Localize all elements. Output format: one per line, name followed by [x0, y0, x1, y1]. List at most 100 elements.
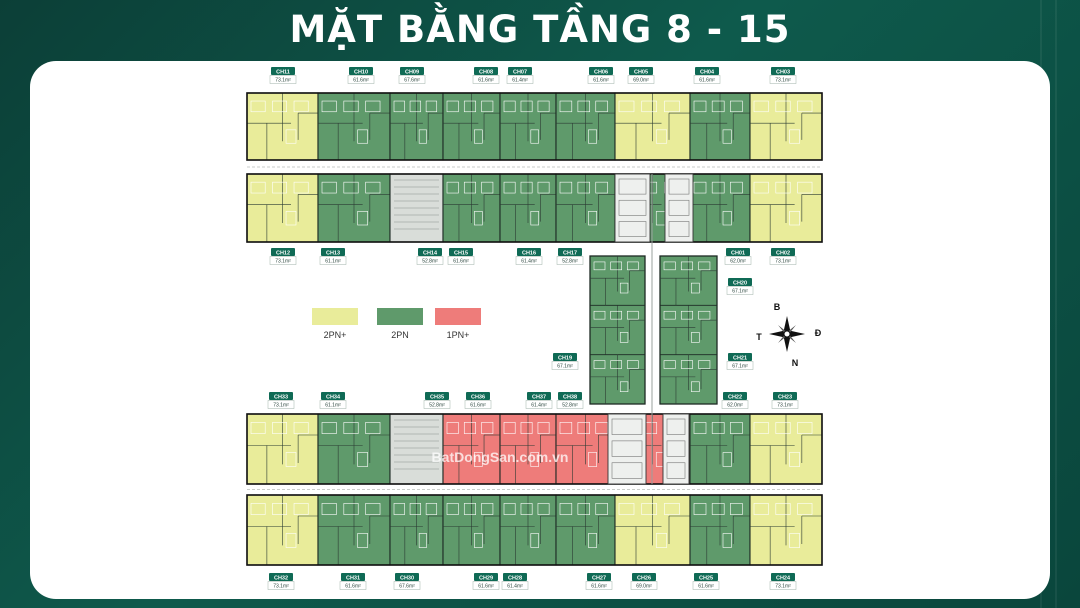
unit-area-box — [423, 400, 451, 409]
unit-id-badge — [271, 67, 295, 75]
furniture — [730, 503, 743, 515]
legend-item-2pn: 2PN — [377, 308, 423, 340]
unit-id: CH03 — [776, 70, 790, 76]
furniture — [595, 100, 608, 113]
unit-ch02[interactable] — [749, 173, 823, 243]
furniture — [425, 100, 438, 113]
unit-ch06[interactable] — [555, 92, 616, 161]
unit-area-box — [515, 256, 543, 265]
furniture — [463, 503, 476, 515]
unit-ch25[interactable] — [689, 494, 751, 566]
unit-ch15[interactable] — [499, 173, 557, 243]
unit-id-badge — [587, 573, 611, 581]
unit-id: CH04 — [700, 70, 715, 76]
unit-ch36[interactable] — [499, 413, 557, 485]
furniture — [641, 503, 658, 515]
unit-id: CH08 — [479, 70, 493, 76]
furniture — [698, 261, 711, 271]
furniture — [698, 360, 711, 369]
unit-ch26[interactable] — [614, 494, 691, 566]
unit-area: 61.6m² — [698, 584, 714, 590]
lift-core — [662, 413, 690, 485]
unit-area-box — [630, 581, 658, 590]
furniture — [789, 452, 800, 467]
furniture — [680, 261, 693, 271]
unit-labels: CH1173.1m²CH1061.6m²CH0967.6m²CH0861.6m²… — [267, 67, 799, 590]
unit-ch34[interactable] — [317, 413, 391, 485]
lift-shape — [607, 413, 647, 485]
unit-ch16[interactable] — [555, 173, 616, 243]
unit-id-badge — [773, 392, 797, 400]
unit-ch12[interactable] — [246, 173, 319, 243]
unit-ch08[interactable] — [442, 92, 501, 161]
unit-id: CH28 — [508, 576, 522, 582]
unit-ch09[interactable] — [389, 92, 444, 161]
unit-id: CH34 — [326, 395, 341, 401]
lift-core — [664, 173, 694, 243]
unit-ch29[interactable] — [442, 494, 501, 566]
furniture — [530, 533, 539, 548]
unit-ch33[interactable] — [246, 413, 319, 485]
furniture — [595, 503, 608, 515]
unit-area-box — [472, 75, 500, 84]
unit-id: CH27 — [592, 576, 606, 582]
unit-id-badge — [728, 278, 752, 286]
furniture — [722, 211, 732, 226]
furniture — [503, 181, 516, 194]
unit-ch14[interactable] — [442, 173, 501, 243]
unit-ch10[interactable] — [317, 92, 391, 161]
unit-id-badge — [321, 392, 345, 400]
furniture — [693, 422, 707, 434]
furniture — [365, 422, 381, 434]
furniture — [753, 503, 769, 515]
furniture — [321, 181, 337, 194]
furniture — [321, 100, 337, 113]
unit-id-badge — [629, 67, 653, 75]
lift-shaft — [611, 440, 643, 457]
unit-ch31[interactable] — [317, 494, 391, 566]
unit-area: 61.6m² — [353, 78, 369, 84]
unit-area: 61.4m² — [521, 259, 537, 265]
unit-ch13[interactable] — [317, 173, 391, 243]
unit-ch32[interactable] — [246, 494, 319, 566]
furniture — [520, 503, 533, 515]
unit-ch35[interactable] — [442, 413, 501, 485]
unit-area-box — [769, 256, 797, 265]
furniture — [481, 422, 494, 434]
unit-ch22[interactable] — [689, 413, 751, 485]
unit-ch19[interactable] — [589, 255, 646, 405]
lift-shape — [614, 173, 651, 243]
unit-ch20[interactable] — [659, 255, 718, 405]
unit-ch30[interactable] — [389, 494, 444, 566]
unit-ch03[interactable] — [749, 92, 823, 161]
furniture — [530, 129, 539, 144]
unit-area-box — [587, 75, 615, 84]
unit-ch11[interactable] — [246, 92, 319, 161]
unit-ch28[interactable] — [499, 494, 557, 566]
unit-id-badge — [418, 248, 442, 256]
unit-ch23[interactable] — [749, 413, 823, 485]
unit-area-box — [267, 581, 295, 590]
furniture — [753, 100, 769, 113]
furniture — [593, 261, 606, 271]
legend-label: 1PN+ — [447, 330, 470, 340]
unit-area-box — [339, 581, 367, 590]
legend-item-1pn-plus: 1PN+ — [435, 308, 481, 340]
furniture — [418, 129, 427, 144]
unit-ch04[interactable] — [689, 92, 751, 161]
unit-area-box — [724, 256, 752, 265]
unit-ch24[interactable] — [749, 494, 823, 566]
unit-id-badge — [349, 67, 373, 75]
unit-ch07[interactable] — [499, 92, 557, 161]
unit-ch27[interactable] — [555, 494, 616, 566]
furniture — [272, 100, 288, 113]
furniture — [343, 422, 359, 434]
unit-ch05[interactable] — [614, 92, 691, 161]
unit-ch01[interactable] — [689, 173, 751, 243]
